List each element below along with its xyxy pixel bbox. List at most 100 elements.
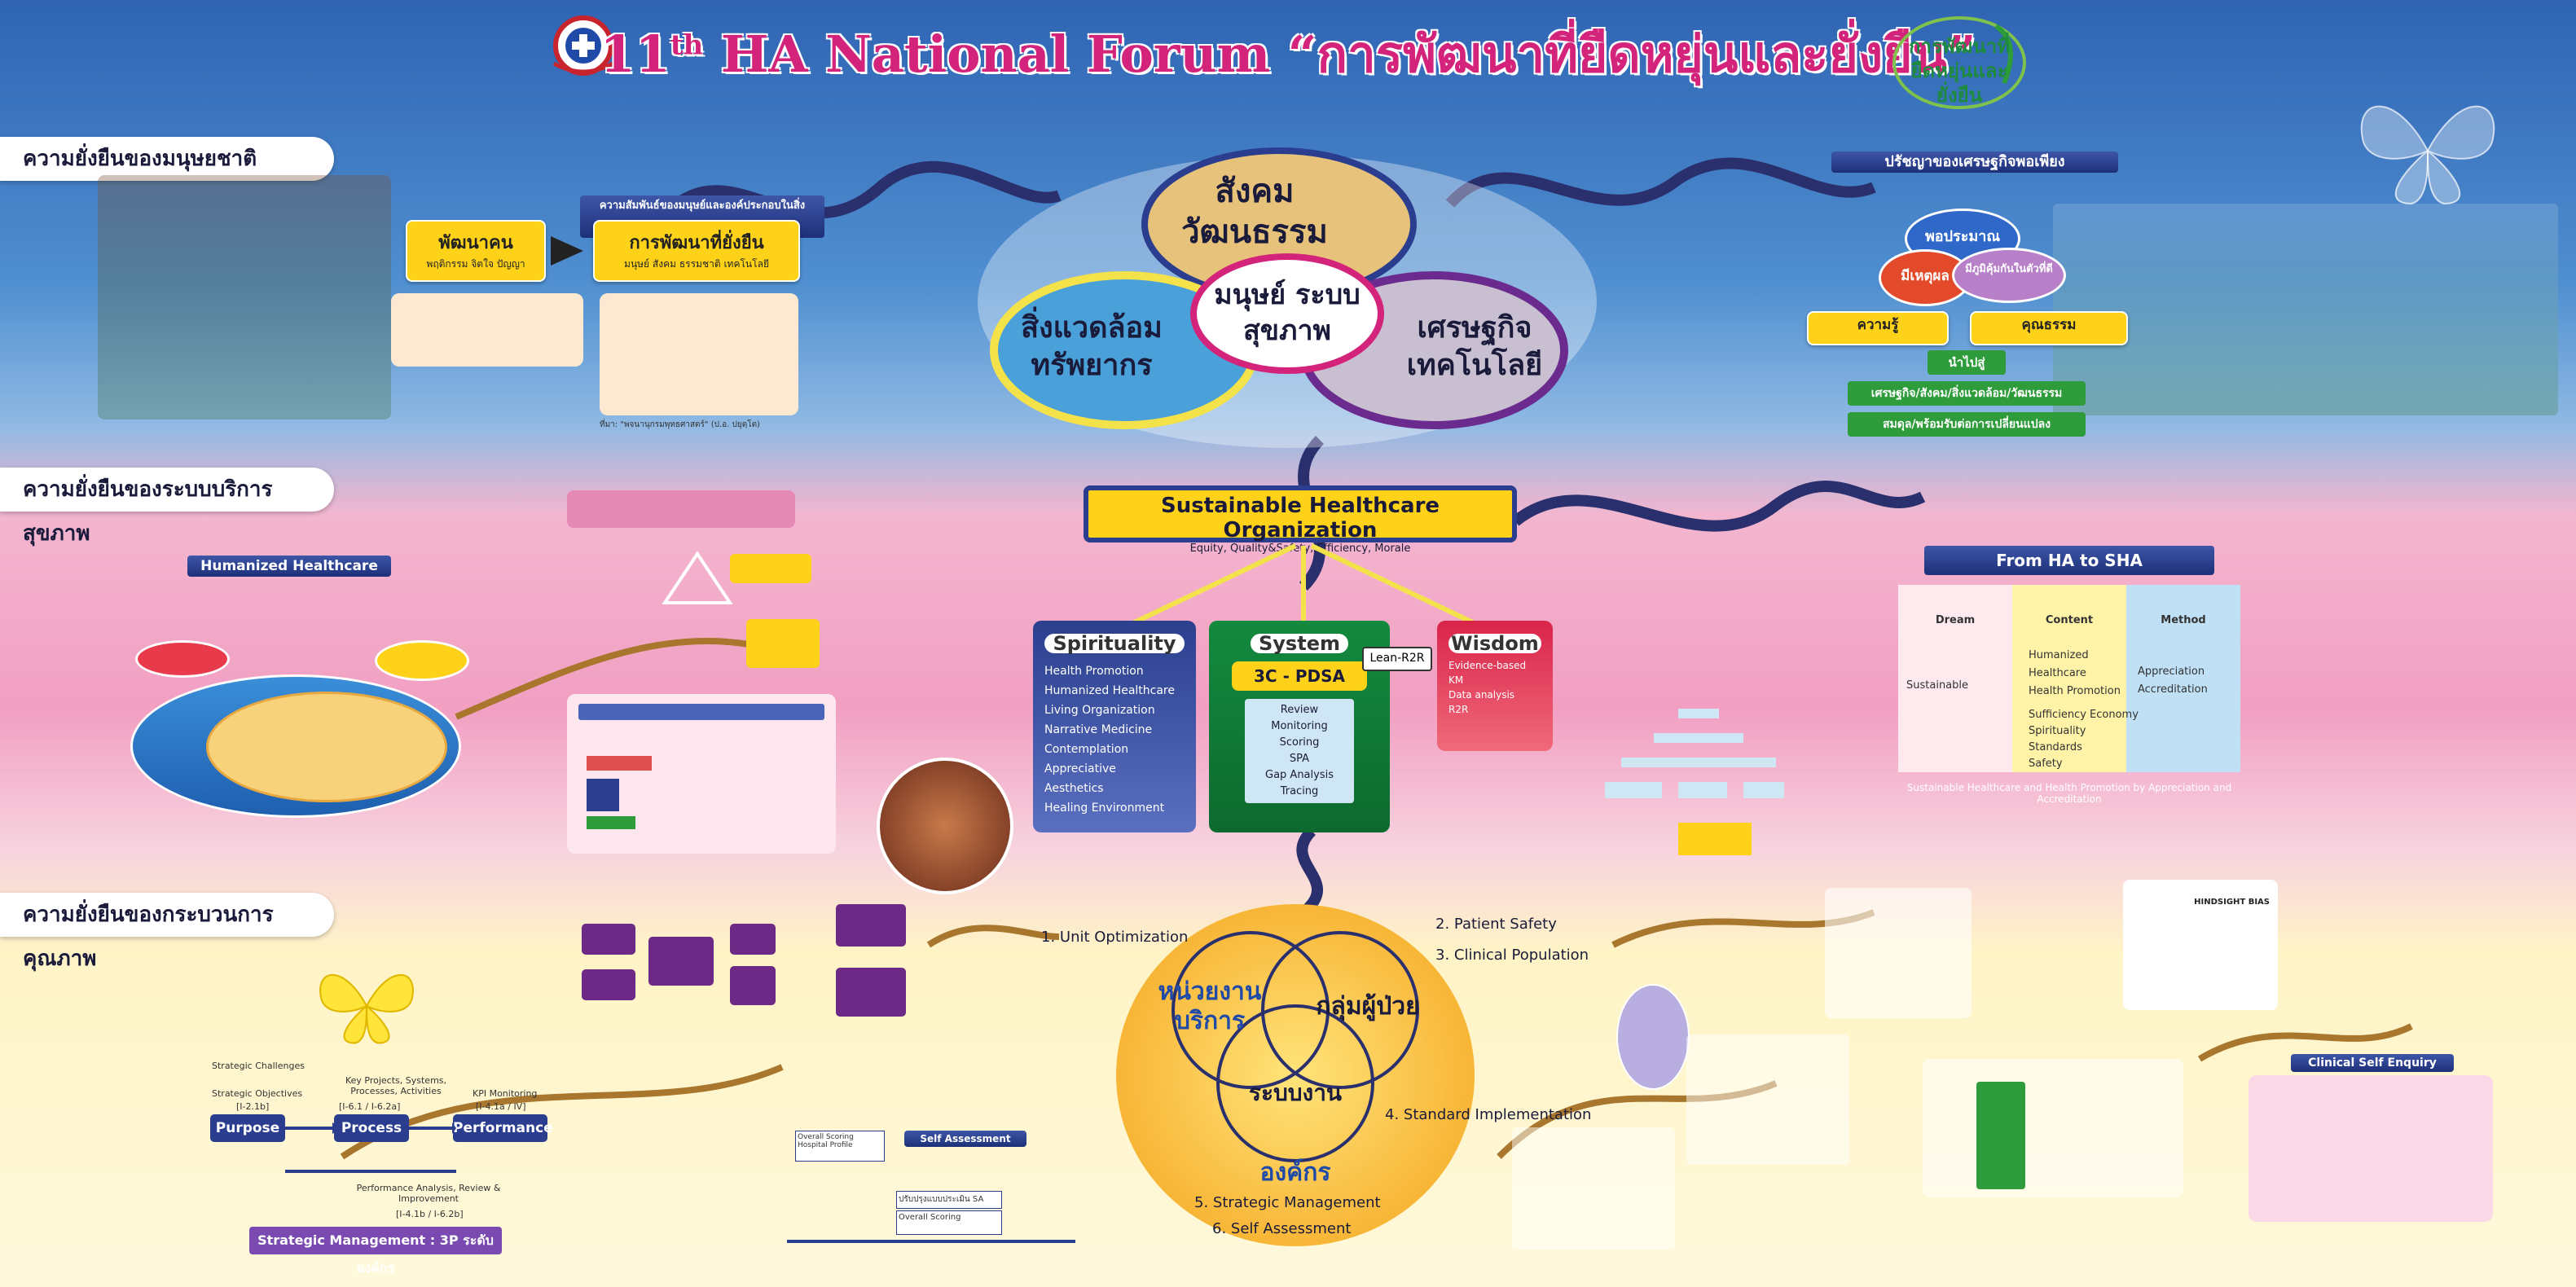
arrow-icon <box>551 236 583 266</box>
building-photo <box>2053 204 2558 415</box>
strategy-challenges: Strategic Challenges <box>212 1061 305 1071</box>
unit-box <box>582 969 635 1000</box>
humanized-banner: Humanized Healthcare <box>187 556 391 577</box>
lavender-oval <box>1616 984 1690 1090</box>
result2-box: สมดุล/พร้อมรับต่อการเปลี่ยนแปลง <box>1848 412 2086 437</box>
strategy-kpi-ref: [I-4.1a / IV] <box>476 1101 526 1112</box>
sha-head-dream: Dream <box>1935 614 1976 626</box>
care-photo <box>877 758 1013 894</box>
knowledge-box: ความรู้ <box>1807 311 1949 345</box>
pathway-panel <box>1923 1059 2183 1197</box>
org-venn <box>1172 931 1419 1162</box>
unit-box <box>648 937 714 986</box>
sustainable-dev-note <box>600 293 798 415</box>
sustainable-dev-title: การพัฒนาที่ยั่งยืน <box>629 233 764 253</box>
page-title: 11th HA National Forum “การพัฒนาที่ยืดหย… <box>600 24 1976 84</box>
system-item: Scoring <box>1279 736 1320 749</box>
wisdom-tree-panel <box>1589 701 1792 863</box>
section-label-human: ความยั่งยืนของมนุษยชาติ <box>0 137 334 181</box>
sha-head-method: Method <box>2161 614 2206 626</box>
org-step: 5. Strategic Management <box>1194 1194 1381 1211</box>
sha-content-item: Sufficiency Economy <box>2029 709 2139 721</box>
wisdom-item: R2R <box>1448 704 1469 715</box>
unit-box <box>582 924 635 955</box>
system-item: Tracing <box>1280 785 1319 797</box>
circle-label-society: สังคม วัฒนธรรม <box>1181 173 1328 251</box>
practice-box <box>567 694 836 854</box>
sha-method-item: Appreciation <box>2138 665 2205 678</box>
sha-col-method <box>2126 585 2240 772</box>
humanized-inner-ellipse <box>206 692 447 802</box>
sho-subtitle: Equity, Quality&Safety, Efficiency, Mora… <box>1189 542 1411 555</box>
sho-box: Sustainable Healthcare Organization Equi… <box>1084 485 1517 555</box>
butterfly-icon <box>319 973 414 1044</box>
process-box: Process <box>334 1114 409 1142</box>
triangle-diagram <box>662 551 820 668</box>
org-label: องค์กร <box>1259 1158 1331 1187</box>
logo-right-text: การพัฒนาที่ยืดหยุ่นและยั่งยืน <box>1908 35 2011 107</box>
hindsight-panel: HINDSIGHT BIAS <box>2123 880 2278 1010</box>
org-patient-label: กลุ่มผู้ป่วย <box>1316 992 1420 1021</box>
org-system-label: ระบบงาน <box>1248 1079 1343 1106</box>
system-item: SPA <box>1289 753 1310 765</box>
pillar-spirituality-head: Spirituality <box>1044 634 1185 653</box>
hindsight-label: HINDSIGHT BIAS <box>2194 898 2270 907</box>
wisdom-item: Data analysis <box>1448 689 1515 701</box>
unit-box <box>836 904 906 947</box>
unit-box <box>730 966 776 1005</box>
system-item: Gap Analysis <box>1265 769 1334 781</box>
practice-header <box>578 704 824 720</box>
butterfly-icon <box>2360 105 2495 205</box>
sha-content-item: Health Promotion <box>2029 685 2121 697</box>
sha-head-content: Content <box>2045 614 2094 626</box>
sha-footer: Sustainable Healthcare and Health Promot… <box>1906 782 2232 805</box>
unit-box <box>836 968 906 1017</box>
sha-method-list: Appreciation Accreditation <box>2138 663 2208 699</box>
process-map-panel <box>1686 1034 1849 1165</box>
spirituality-item: Aesthetics <box>1044 782 1104 795</box>
sustainable-dev-sub: มนุษย์ สังคม ธรรมชาติ เทคโนโลยี <box>624 258 769 270</box>
wisdom-item: KM <box>1448 674 1464 686</box>
result1-box: เศรษฐกิจ/สังคม/สิ่งแวดล้อม/วัฒนธรรม <box>1848 381 2086 406</box>
sha-content-item: Humanized <box>2029 649 2089 661</box>
sha-content-item: Standards <box>2029 741 2082 753</box>
wisdom-tree <box>1605 709 1784 855</box>
performance-box: Performance <box>453 1114 553 1142</box>
humanized-ellipse <box>130 674 461 818</box>
circle-label-economy: เศรษฐกิจ เทคโนโลยี <box>1406 311 1543 382</box>
triangle-banner <box>567 490 795 528</box>
sho-title: Sustainable Healthcare Organization <box>1160 494 1440 542</box>
humanized-red-bubble <box>135 640 230 678</box>
sa-overall2-box: Overall Scoring <box>896 1210 1002 1235</box>
pathway-green-box <box>1976 1082 2025 1189</box>
sha-content-item: Spirituality <box>2029 725 2086 737</box>
org-step: 2. Patient Safety <box>1435 916 1557 933</box>
immunity-ellipse: มีภูมิคุ้มกันในตัวที่ดี <box>1952 248 2066 303</box>
pillar-system: System 3C - PDSA Review Monitoring Scori… <box>1209 621 1390 832</box>
humanized-yellow-bubble <box>375 640 469 681</box>
strategy-kpi: KPI Monitoring <box>473 1088 538 1099</box>
purpose-box: Purpose <box>210 1114 285 1142</box>
pillar-spirituality-items: Health Promotion Humanized Healthcare Li… <box>1044 661 1185 818</box>
leads-to-box: นำไปสู่ <box>1928 350 2006 375</box>
flow-panel <box>1825 888 1972 1018</box>
pillar-spirituality: Spirituality Health Promotion Humanized … <box>1033 621 1196 832</box>
circle-label-environment: สิ่งแวดล้อม ทรัพยากร <box>1021 311 1163 382</box>
spirituality-item: Appreciative <box>1044 762 1116 775</box>
practice-step <box>587 816 635 829</box>
center-circle-diagram <box>978 147 1597 448</box>
wisdom-item: Evidence-based <box>1448 660 1527 671</box>
clinical-enquiry-banner: Clinical Self Enquiry <box>2291 1054 2454 1072</box>
sa-timeline-axis <box>787 1240 1075 1243</box>
pillar-system-items: Review Monitoring Scoring SPA Gap Analys… <box>1245 699 1354 803</box>
sha-content-top: Humanized Healthcare Health Promotion <box>2029 647 2121 701</box>
org-step: 6. Self Assessment <box>1212 1220 1352 1237</box>
org-step: 1. Unit Optimization <box>1041 929 1189 946</box>
spirituality-item: Contemplation <box>1044 743 1129 756</box>
sha-dream-value: Sustainable <box>1906 679 1969 692</box>
sa-overall-box: Overall Scoring Hospital Profile <box>795 1131 885 1162</box>
strategy-analysis-ref: [I-4.1b / I-6.2b] <box>396 1209 464 1219</box>
clinical-enquiry-panel: Clinical Self Enquiry <box>2249 1054 2493 1222</box>
develop-people-note <box>391 293 583 367</box>
sufficiency-banner: ปรัชญาของเศรษฐกิจพอเพียง <box>1831 152 2118 173</box>
